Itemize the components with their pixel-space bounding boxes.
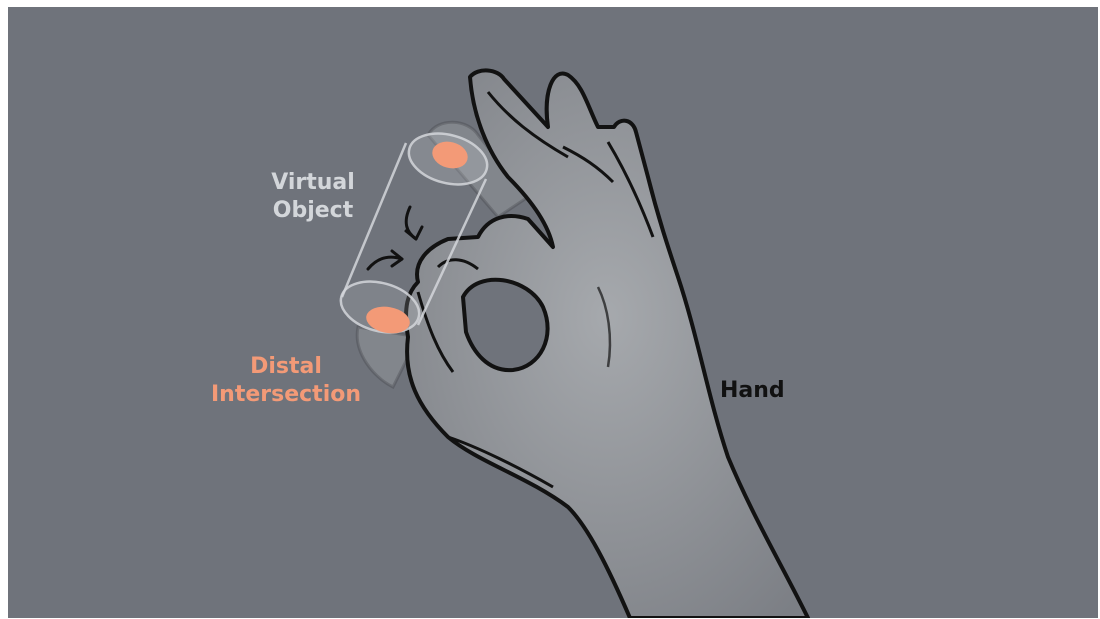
virtual-object-label: Virtual Object: [243, 169, 383, 225]
virtual-object-label-line1: Virtual: [243, 169, 383, 197]
hand-label-text: Hand: [720, 377, 800, 405]
hand-label: Hand: [720, 377, 800, 405]
distal-intersection-label-line1: Distal: [196, 353, 376, 381]
illustration-canvas: Virtual Object Distal Intersection Hand: [8, 7, 1098, 618]
hand-illustration: [8, 7, 1098, 618]
distal-intersection-label-line2: Intersection: [196, 381, 376, 409]
distal-intersection-label: Distal Intersection: [196, 353, 376, 409]
virtual-object-label-line2: Object: [243, 197, 383, 225]
